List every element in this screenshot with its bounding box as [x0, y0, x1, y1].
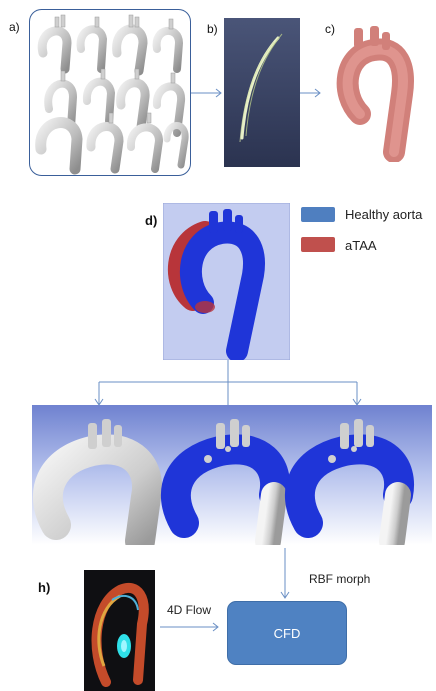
rbf-morph-label: RBF morph [309, 572, 370, 586]
arrow-to-cfd [280, 548, 290, 600]
legend-swatch-healthy [301, 207, 335, 222]
branch-connector [0, 358, 436, 408]
arrow-4dflow-to-cfd [160, 621, 222, 633]
panel-label-b: b) [207, 22, 218, 36]
aorta-overlay-comparison [163, 203, 290, 360]
flow-4d-label: 4D Flow [167, 603, 211, 617]
legend-label-atAA: aTAA [345, 238, 377, 253]
panel-label-h: h) [38, 580, 50, 595]
morphing-results-band [32, 405, 432, 545]
panel-label-d: d) [145, 213, 157, 228]
legend-label-healthy: Healthy aorta [345, 207, 422, 222]
flow-4d-image [84, 570, 155, 691]
cfd-label: CFD [274, 626, 301, 641]
mean-aorta-model [334, 24, 429, 162]
centerline-image [224, 18, 300, 167]
cfd-box: CFD [227, 601, 347, 665]
arrow-b-to-c [300, 86, 324, 100]
panel-label-a: a) [9, 20, 20, 34]
patient-aorta-collection [29, 9, 191, 176]
arrow-a-to-b [191, 86, 225, 100]
legend-swatch-atAA [301, 237, 335, 252]
